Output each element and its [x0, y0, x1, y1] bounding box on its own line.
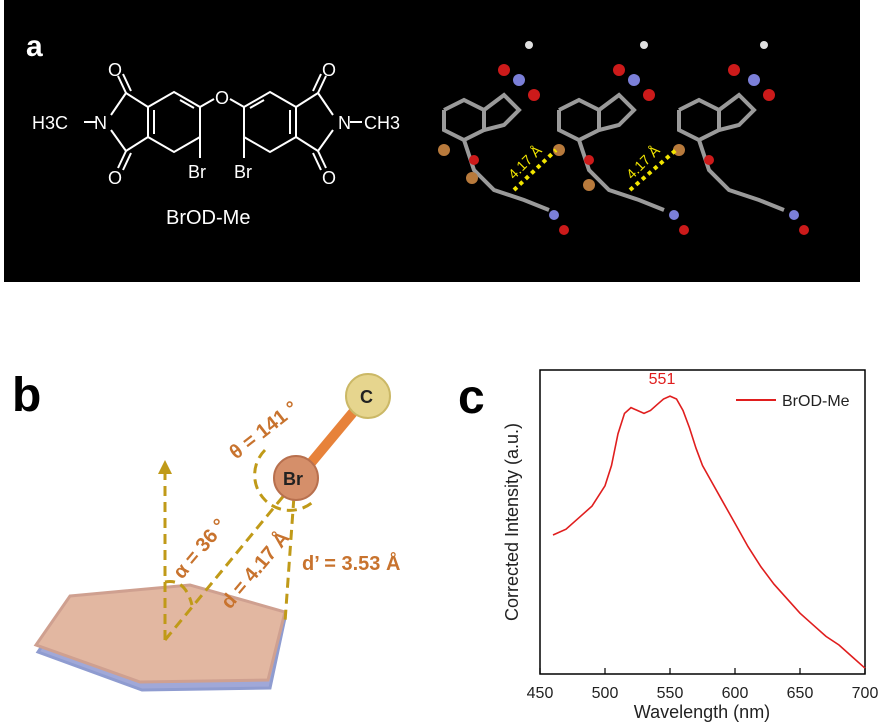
spectrum-chart: 450 500 550 600 650 700 Wavelength (nm) Corre…	[502, 369, 879, 722]
peak-label: 551	[649, 371, 676, 388]
x-tick-label-550: 550	[657, 685, 684, 702]
x-axis-ticks	[539, 668, 866, 674]
theta-label: θ = 141 °	[226, 397, 303, 464]
x-axis-label: Wavelength (nm)	[634, 702, 770, 722]
geometry-dashed-lines	[163, 448, 317, 641]
x-tick-label-700: 700	[852, 685, 879, 702]
bromine-label-right: Br	[234, 162, 252, 182]
aromatic-plane	[33, 583, 287, 684]
normal-arrow-head	[158, 460, 172, 474]
chemical-structure: O O O O O N N H3C CH3 Br Br BrOD-Me	[32, 41, 809, 235]
halogen-geometry-diagram: C Br θ = 141 ° α = 36 ° d = 4.17 Å d’ = …	[33, 373, 400, 692]
nitrogen-label-left: N	[94, 113, 107, 133]
x-tick-label-600: 600	[722, 685, 749, 702]
panel-b-letter: b	[12, 369, 42, 422]
x-tick-label-500: 500	[592, 685, 619, 702]
x-axis-tick-labels: 450 500 550 600 650 700	[527, 685, 879, 702]
x-tick-label-650: 650	[787, 685, 814, 702]
crystal-packing	[442, 92, 785, 212]
methyl-label-right: CH3	[364, 113, 400, 133]
halogen-contact-lines	[512, 148, 678, 192]
carbon-atom-label: C	[360, 387, 373, 407]
plot-frame	[539, 369, 866, 675]
d-prime-label: d’ = 3.53 Å	[302, 551, 400, 575]
x-tick-label-450: 450	[527, 685, 554, 702]
distance-label-1: 4.17 Å	[505, 142, 545, 182]
oxygen-label-bottom-right: O	[322, 168, 336, 188]
series-line-broad-me	[552, 395, 866, 669]
oxygen-label-bottom-left: O	[108, 168, 122, 188]
y-axis-label: Corrected Intensity (a.u.)	[502, 423, 522, 621]
atoms	[438, 41, 809, 235]
panel-a: a	[4, 0, 860, 282]
panel-a-letter: a	[26, 30, 43, 63]
nitrogen-label-right: N	[338, 113, 351, 133]
left-benzene-ring	[84, 73, 245, 171]
right-benzene-ring	[243, 73, 362, 171]
d-label: d = 4.17 Å	[215, 526, 294, 613]
carbon-atom	[345, 373, 391, 419]
bromine-atom-label: Br	[283, 469, 303, 489]
bromine-label-left: Br	[188, 162, 206, 182]
bromine-atom	[273, 455, 319, 501]
legend-label: BrOD-Me	[782, 393, 850, 410]
panel-c-letter: c	[458, 371, 485, 424]
oxygen-label-ether: O	[215, 88, 229, 108]
methyl-label-left: H3C	[32, 113, 68, 133]
compound-name: BrOD-Me	[166, 207, 250, 229]
oxygen-label-top-right: O	[322, 60, 336, 80]
oxygen-label-top-left: O	[108, 60, 122, 80]
